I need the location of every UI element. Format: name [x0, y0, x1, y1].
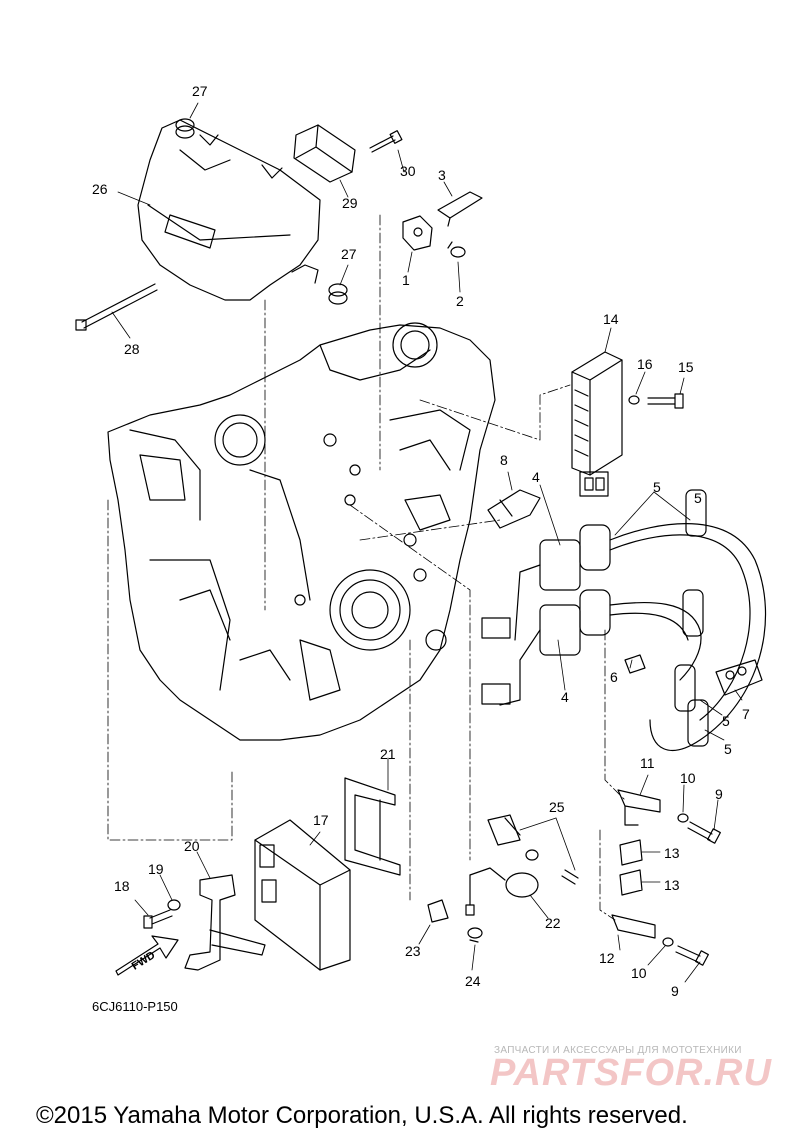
callout-14: 14 — [603, 311, 619, 327]
callout-8: 8 — [500, 452, 508, 468]
fwd-arrow — [115, 935, 179, 976]
bracket-part-11 — [617, 789, 661, 826]
callout-11: 11 — [640, 755, 655, 771]
callout-leaders — [111, 102, 743, 983]
callout-27-top: 27 — [192, 83, 208, 99]
callout-6: 6 — [610, 669, 618, 685]
callout-4-lower: 4 — [561, 689, 569, 705]
callout-28: 28 — [124, 341, 140, 357]
bracket-part-12 — [611, 914, 656, 939]
part-1 — [402, 215, 433, 251]
clip-part-13-upper — [619, 839, 643, 866]
callout-5-bottom: 5 — [724, 741, 732, 757]
callout-30: 30 — [400, 163, 416, 179]
callout-15: 15 — [678, 359, 694, 375]
connector-upper — [481, 617, 511, 639]
engine-block — [107, 322, 496, 741]
connector-lower — [481, 683, 511, 705]
bolt-part-9-upper — [687, 821, 721, 844]
screw-part-2 — [447, 241, 466, 258]
callout-2: 2 — [456, 293, 464, 309]
screw-part-24 — [467, 927, 483, 943]
callout-4-upper: 4 — [532, 469, 540, 485]
holder-part-7 — [715, 659, 763, 696]
bolt-part-18 — [143, 909, 173, 929]
callout-20: 20 — [184, 838, 200, 854]
clip-part-13-lower — [619, 869, 643, 896]
diagram-code: 6CJ6110-P150 — [92, 999, 178, 1014]
bolt-part-15 — [647, 393, 684, 409]
callout-17: 17 — [313, 812, 329, 828]
part-3 — [437, 191, 483, 227]
washer-part-10-upper — [677, 813, 689, 823]
callout-7: 7 — [742, 706, 750, 722]
washer-part-19 — [167, 899, 181, 911]
callout-18: 18 — [114, 878, 130, 894]
callout-5-top-left: 5 — [653, 479, 661, 495]
callout-5-mid: 5 — [722, 713, 730, 729]
washer-part-16 — [628, 395, 640, 405]
callout-23: 23 — [405, 943, 421, 959]
holder-part-8 — [487, 489, 541, 529]
callout-9-upper: 9 — [715, 786, 723, 802]
callout-12: 12 — [599, 950, 615, 966]
callout-3: 3 — [438, 167, 446, 183]
grommet-part-27-top — [175, 118, 195, 139]
callout-10-lower: 10 — [631, 965, 647, 981]
callout-27-bottom: 27 — [341, 246, 357, 262]
watermark-logo: PARTSFOR.RU — [490, 1052, 772, 1094]
callout-21: 21 — [380, 746, 396, 762]
bolt-part-9-lower — [675, 945, 709, 966]
ignition-coil-part-4-lower — [499, 589, 611, 706]
callout-24: 24 — [465, 973, 481, 989]
callout-22: 22 — [545, 915, 561, 931]
sensor-part-25 — [487, 814, 579, 885]
watermark-text: ЗАПЧАСТИ И АКСЕССУАРЫ ДЛЯ МОТОТЕХНИКИ — [494, 1045, 742, 1056]
bolt-part-30 — [369, 130, 403, 153]
callout-19: 19 — [148, 861, 164, 877]
cover-part-26 — [137, 119, 321, 301]
spark-plug-wire-part-5 — [609, 489, 767, 751]
washer-part-10-lower — [662, 937, 674, 947]
grommet-part-27-bottom — [328, 283, 348, 305]
callout-29: 29 — [342, 195, 358, 211]
callout-9-lower: 9 — [671, 983, 679, 999]
cable-tie-part-28 — [75, 283, 158, 331]
ignition-coil-part-4-upper — [514, 524, 611, 641]
bracket-part-20 — [184, 874, 266, 971]
part-29 — [293, 124, 356, 183]
callout-13-upper: 13 — [664, 845, 680, 861]
cdi-unit-part-17 — [254, 819, 351, 971]
bracket-part-21 — [344, 777, 401, 876]
callout-16: 16 — [637, 356, 653, 372]
leader-lines — [107, 214, 626, 921]
part-23 — [427, 899, 449, 923]
callout-26: 26 — [92, 181, 108, 197]
callout-25: 25 — [549, 799, 565, 815]
clamp-part-6 — [624, 654, 646, 674]
copyright-notice: ©2015 Yamaha Motor Corporation, U.S.A. A… — [36, 1102, 688, 1129]
callout-5-top-right: 5 — [694, 490, 702, 506]
callout-10-upper: 10 — [680, 770, 696, 786]
callout-13-lower: 13 — [664, 877, 680, 893]
sensor-part-22 — [465, 867, 539, 916]
callout-1: 1 — [402, 272, 410, 288]
rectifier-regulator-part-14 — [571, 351, 623, 497]
